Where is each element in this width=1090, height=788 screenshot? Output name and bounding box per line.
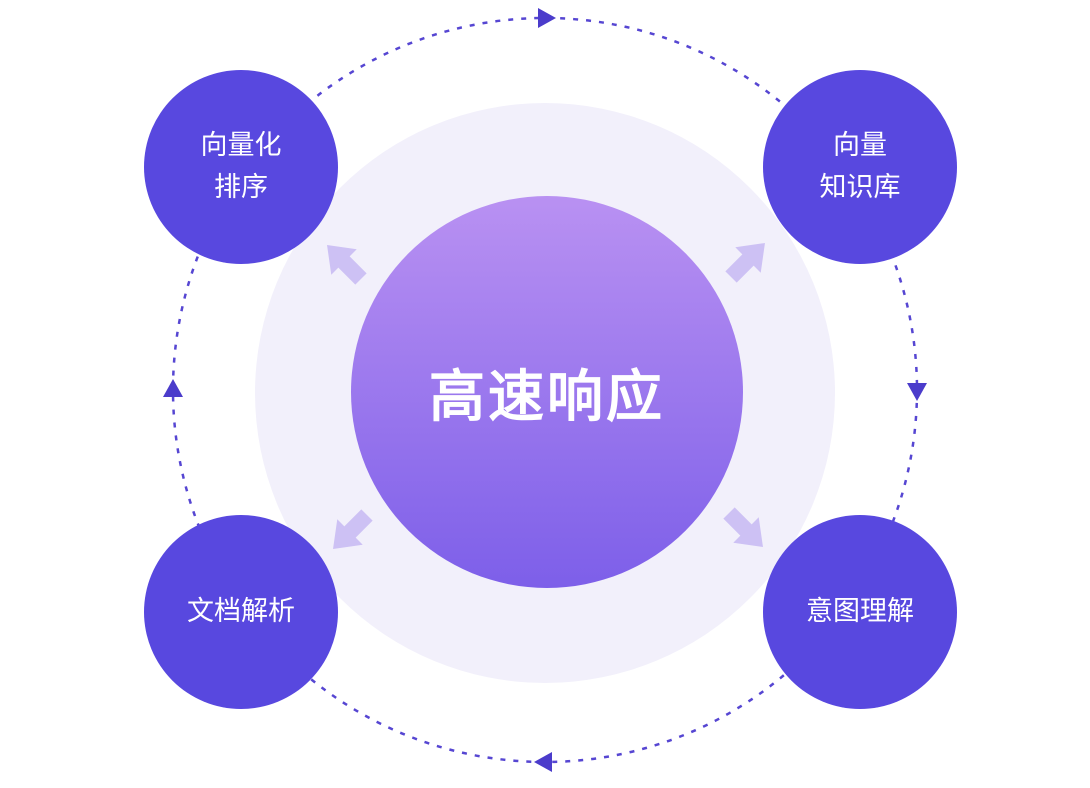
node-top-left-label-line-2: 排序 (214, 172, 268, 202)
arrow-bottom-left-icon (333, 509, 373, 549)
arrow-top-right-icon (725, 243, 765, 283)
node-bottom-right-label-line-1: 意图理解 (806, 596, 914, 627)
node-top-right: 向量 知识库 (763, 70, 957, 264)
node-bottom-left-label-line-1: 文档解析 (187, 596, 295, 627)
node-bottom-left: 文档解析 (144, 515, 338, 709)
node-top-left-label-line-1: 向量化 (200, 130, 282, 161)
center-label: 高速响应 (429, 364, 665, 428)
arrow-bottom-right-icon (723, 507, 763, 547)
ring-arrow-bottom-icon (534, 752, 552, 772)
node-top-right-label-line-1: 向量 (833, 130, 887, 161)
node-bottom-right: 意图理解 (763, 515, 957, 709)
ring-arrow-top-icon (538, 8, 556, 28)
center-node: 高速响应 (351, 196, 743, 588)
node-top-left: 向量化 排序 (144, 70, 338, 264)
ring-arrow-left-icon (163, 379, 183, 397)
arrow-top-left-icon (327, 245, 367, 285)
ring-arrow-right-icon (907, 383, 927, 401)
node-top-right-label-line-2: 知识库 (819, 172, 901, 202)
